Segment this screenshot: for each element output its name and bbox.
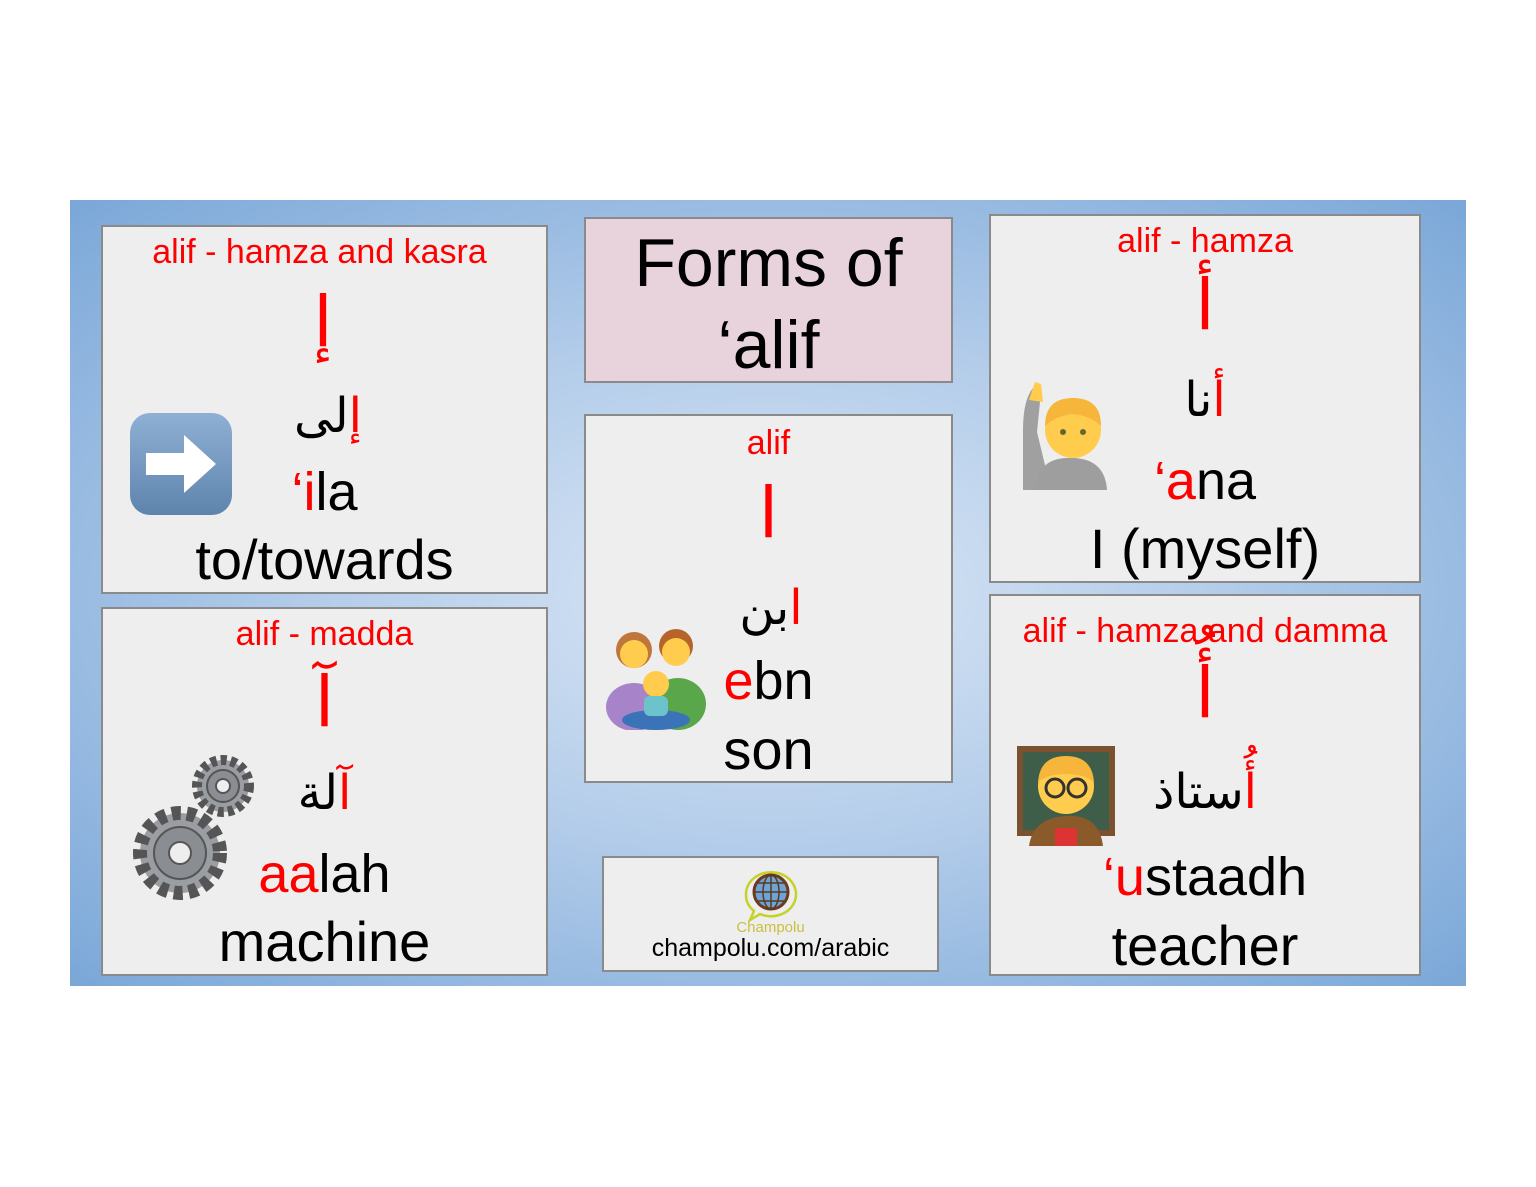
arabic-alif: أُ — [1243, 764, 1258, 820]
card-madda: alif - madda آ آلة aalah machine — [101, 607, 548, 976]
arabic-alif: ا — [789, 580, 803, 636]
english-meaning: machine — [218, 910, 431, 973]
gears-icon — [133, 755, 254, 900]
title-line-1: Forms of — [634, 225, 903, 301]
arabic-rest: بن — [739, 580, 790, 636]
teacher-icon — [1017, 746, 1115, 846]
card-hamza: alif - hamza أ أنا ‘ana I (myself) — [989, 214, 1421, 583]
card-letter: ا — [758, 472, 779, 554]
transliteration: ‘ana — [991, 454, 1419, 508]
family-icon — [606, 629, 706, 730]
title-line-2: ‘alif — [717, 307, 820, 383]
arabic-alif: آ — [338, 765, 352, 821]
arabic-rest: لة — [297, 765, 338, 821]
english-meaning: teacher — [1111, 914, 1299, 977]
card-label: alif - madda — [235, 615, 414, 653]
arabic-word: أنا — [991, 376, 1419, 424]
page-title: Forms of ‘alif — [584, 217, 953, 383]
person-raising-hand-icon — [1023, 382, 1107, 490]
transliteration: ‘ila — [103, 465, 546, 519]
translit-red: ‘a — [1153, 451, 1196, 511]
translit-red: ‘u — [1102, 847, 1145, 907]
transliteration: ‘ustaadh — [991, 850, 1419, 904]
champolu-logo-icon — [744, 871, 798, 922]
website-link[interactable]: champolu.com/arabic — [651, 934, 890, 962]
arabic-rest: لى — [294, 388, 349, 444]
arabic-word: ابن — [586, 584, 956, 632]
arabic-word: آلة — [103, 769, 546, 817]
card-hamza-kasra: alif - hamza and kasra إ إلى ‘ila to/tow… — [101, 225, 548, 594]
translit-rest: bn — [753, 651, 814, 711]
translit-red: ‘i — [291, 462, 316, 522]
translit-rest: lah — [318, 844, 391, 904]
logo-brand-text: Champolu — [736, 919, 805, 936]
translit-red: e — [723, 651, 754, 711]
transliteration: ebn — [586, 654, 951, 708]
english-meaning: to/towards — [195, 528, 454, 591]
logo-card: Champolu champolu.com/arabic — [602, 856, 939, 972]
card-label: alif - hamza — [1117, 222, 1293, 260]
translit-rest: staadh — [1144, 847, 1308, 907]
arabic-rest: نا — [1184, 372, 1213, 428]
card-label: alif — [746, 424, 791, 462]
arabic-rest: ستاذ — [1152, 764, 1244, 820]
right-arrow-icon — [130, 413, 232, 515]
arabic-word: إلى — [103, 392, 553, 440]
translit-rest: na — [1195, 451, 1257, 511]
card-letter: آ — [314, 661, 335, 743]
transliteration: aalah — [103, 847, 546, 901]
card-label: alif - hamza and kasra — [152, 233, 487, 271]
translit-rest: la — [315, 462, 358, 522]
card-letter: إ — [313, 281, 333, 363]
english-meaning: son — [723, 718, 814, 781]
card-hamza-damma: alif - hamza and damma أُ أُستاذ ‘ustaad… — [989, 594, 1421, 976]
card-letter: أ — [1195, 264, 1215, 346]
english-meaning: I (myself) — [1089, 517, 1321, 580]
arabic-alif: إ — [348, 388, 362, 444]
card-label: alif - hamza and damma — [1022, 612, 1388, 650]
card-alif: alif ا ابن ebn son — [584, 414, 953, 783]
card-letter: أُ — [1195, 652, 1215, 734]
arabic-alif: أ — [1212, 372, 1226, 428]
translit-red: aa — [258, 844, 319, 904]
arabic-word: أُستاذ — [991, 768, 1419, 816]
